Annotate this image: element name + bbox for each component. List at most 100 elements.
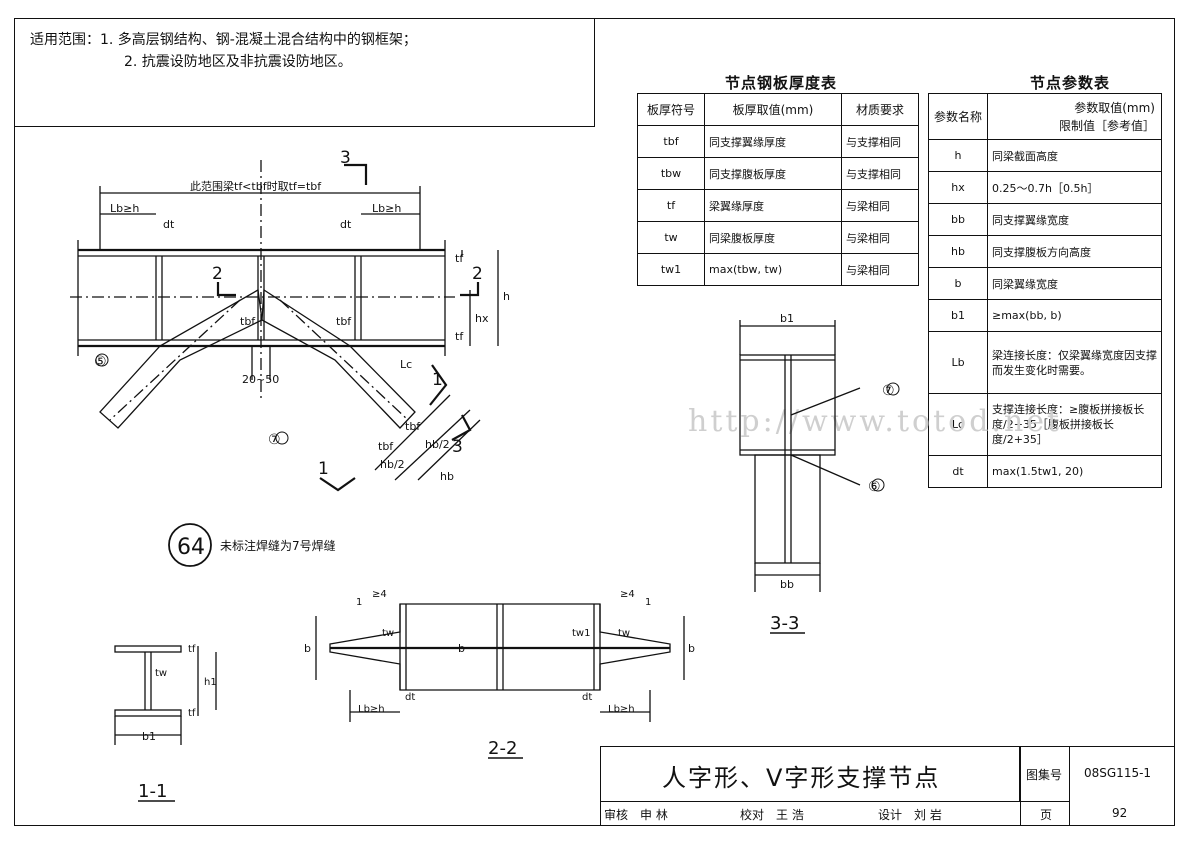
section-3-3 (739, 320, 861, 592)
cell: 同支撑腹板厚度 (704, 157, 842, 190)
s11-label: 1-1 (138, 781, 167, 802)
cell: 同梁翼缘宽度 (987, 267, 1162, 300)
sec1-bottom: 1 (318, 459, 329, 479)
tf-top: tf (455, 252, 464, 265)
lb-left: Lb≥h (110, 202, 139, 215)
gap-dim: 20~50 (242, 373, 279, 386)
note-text: 未标注焊缝为7号焊缝 (220, 538, 336, 553)
brace-left (99, 288, 263, 429)
th-param-value-2: 限制值［参考值］ (1058, 118, 1155, 133)
table-row: tw 同梁腹板厚度 与梁相同 (637, 221, 919, 254)
scope-box: 适用范围：1. 多高层钢结构、钢-混凝土混合结构中的钢框架； 2. 抗震设防地区… (14, 18, 595, 127)
param-table-title: 节点参数表 (1030, 74, 1111, 92)
th-material: 材质要求 (841, 93, 919, 126)
checker: 王 浩 (776, 808, 804, 822)
s22-one-right: 1 (645, 597, 651, 608)
note-badge: 64 (177, 535, 205, 560)
cell: max(tbw, tw) (704, 253, 842, 286)
review-label: 审核 (604, 808, 629, 822)
tbf-left: tbf (240, 315, 256, 328)
title-block: 人字形、V字形支撑节点 图集号 08SG115-1 审核 申 林 校对 王 浩 … (600, 746, 1175, 826)
s33-b1: b1 (780, 312, 794, 325)
hx-dim: hx (475, 312, 489, 325)
section-1-1 (114, 645, 217, 745)
s22-b-left: b (304, 642, 311, 655)
watermark: http://www.totod.net (688, 404, 1063, 439)
s22-lb-left: Lb≥h (358, 704, 385, 715)
cell: tw (637, 221, 705, 254)
designer: 刘 岩 (914, 808, 942, 822)
cell: b1 (928, 299, 988, 332)
s22-b-mid: b (458, 642, 465, 655)
cell: dt (928, 455, 988, 488)
tbf-a-dim: tbf (405, 420, 421, 433)
section-2-2 (315, 603, 685, 722)
s22-dt-left: dt (405, 692, 415, 703)
s22-one-left: 1 (356, 597, 362, 608)
s22-tw1: tw1 (572, 628, 590, 639)
s11-h1: h1 (204, 677, 217, 688)
s11-tf-top: tf (188, 644, 196, 655)
th-param-value: 参数取值(mm) 限制值［参考值］ (987, 93, 1162, 140)
s33-weld-7: ⑦ (882, 383, 895, 399)
weld-5: ⑤ (94, 354, 107, 370)
cell: ≥max(bb, b) (987, 299, 1162, 332)
atlas-no: 08SG115-1 (1084, 766, 1152, 780)
table-row: tf 梁翼缘厚度 与梁相同 (637, 189, 919, 222)
tbf-right: tbf (336, 315, 352, 328)
dt-left: dt (163, 218, 175, 231)
cell: tbf (637, 125, 705, 158)
cell: tbw (637, 157, 705, 190)
s11-tw: tw (155, 668, 167, 679)
th-param-value-1: 参数取值(mm) (1074, 100, 1155, 115)
cell: 同支撑腹板方向高度 (987, 235, 1162, 268)
s22-b-right: b (688, 642, 695, 655)
lb-right: Lb≥h (372, 202, 401, 215)
s22-slope-right: ≥4 (620, 589, 635, 600)
cell: 同支撑翼缘厚度 (704, 125, 842, 158)
s11-tf-bottom: tf (188, 708, 196, 719)
s22-lb-right: Lb≥h (608, 704, 635, 715)
check-label: 校对 (740, 808, 765, 822)
tf-bottom: tf (455, 330, 464, 343)
thickness-table: 板厚符号 板厚取值(mm) 材质要求 tbf 同支撑翼缘厚度 与支撑相同 tbw… (637, 93, 919, 286)
th-symbol: 板厚符号 (637, 93, 705, 126)
cell: 与梁相同 (841, 253, 919, 286)
s22-tw-right: tw (618, 628, 630, 639)
s22-dt-right: dt (582, 692, 592, 703)
dt-right: dt (340, 218, 352, 231)
page-no: 92 (1112, 806, 1128, 820)
page-label: 页 (1040, 808, 1053, 822)
cell: 与梁相同 (841, 221, 919, 254)
s33-weld-6: ⑥ (868, 479, 881, 495)
h-dim: h (503, 290, 510, 303)
drawing-title: 人字形、V字形支撑节点 (662, 764, 941, 792)
beam-elevation (70, 160, 455, 400)
cell: max(1.5tw1, 20) (987, 455, 1162, 488)
s22-tw-left: tw (382, 628, 394, 639)
s11-b1: b1 (142, 730, 156, 743)
sec1-top: 1 (432, 370, 443, 390)
design-label: 设计 (878, 808, 903, 822)
atlas-label: 图集号 (1026, 768, 1063, 782)
hb2b-dim: hb/2 (425, 438, 450, 451)
cell: 与支撑相同 (841, 157, 919, 190)
hb-dim: hb (440, 470, 454, 483)
cell: 支撑连接长度：≥腹板拼接板长度/2+35［腹板拼接板长度/2+35］ (987, 393, 1162, 456)
s22-label: 2-2 (488, 738, 517, 759)
cell: tf (637, 189, 705, 222)
table-row: tw1 max(tbw, tw) 与梁相同 (637, 253, 919, 286)
th-param-name: 参数名称 (928, 93, 988, 140)
weld-7: ⑦ (268, 432, 281, 448)
lc-dim: Lc (400, 358, 412, 371)
cell: 0.25～0.7h［0.5h］ (987, 171, 1162, 204)
sec3-bottom: 3 (452, 437, 463, 457)
